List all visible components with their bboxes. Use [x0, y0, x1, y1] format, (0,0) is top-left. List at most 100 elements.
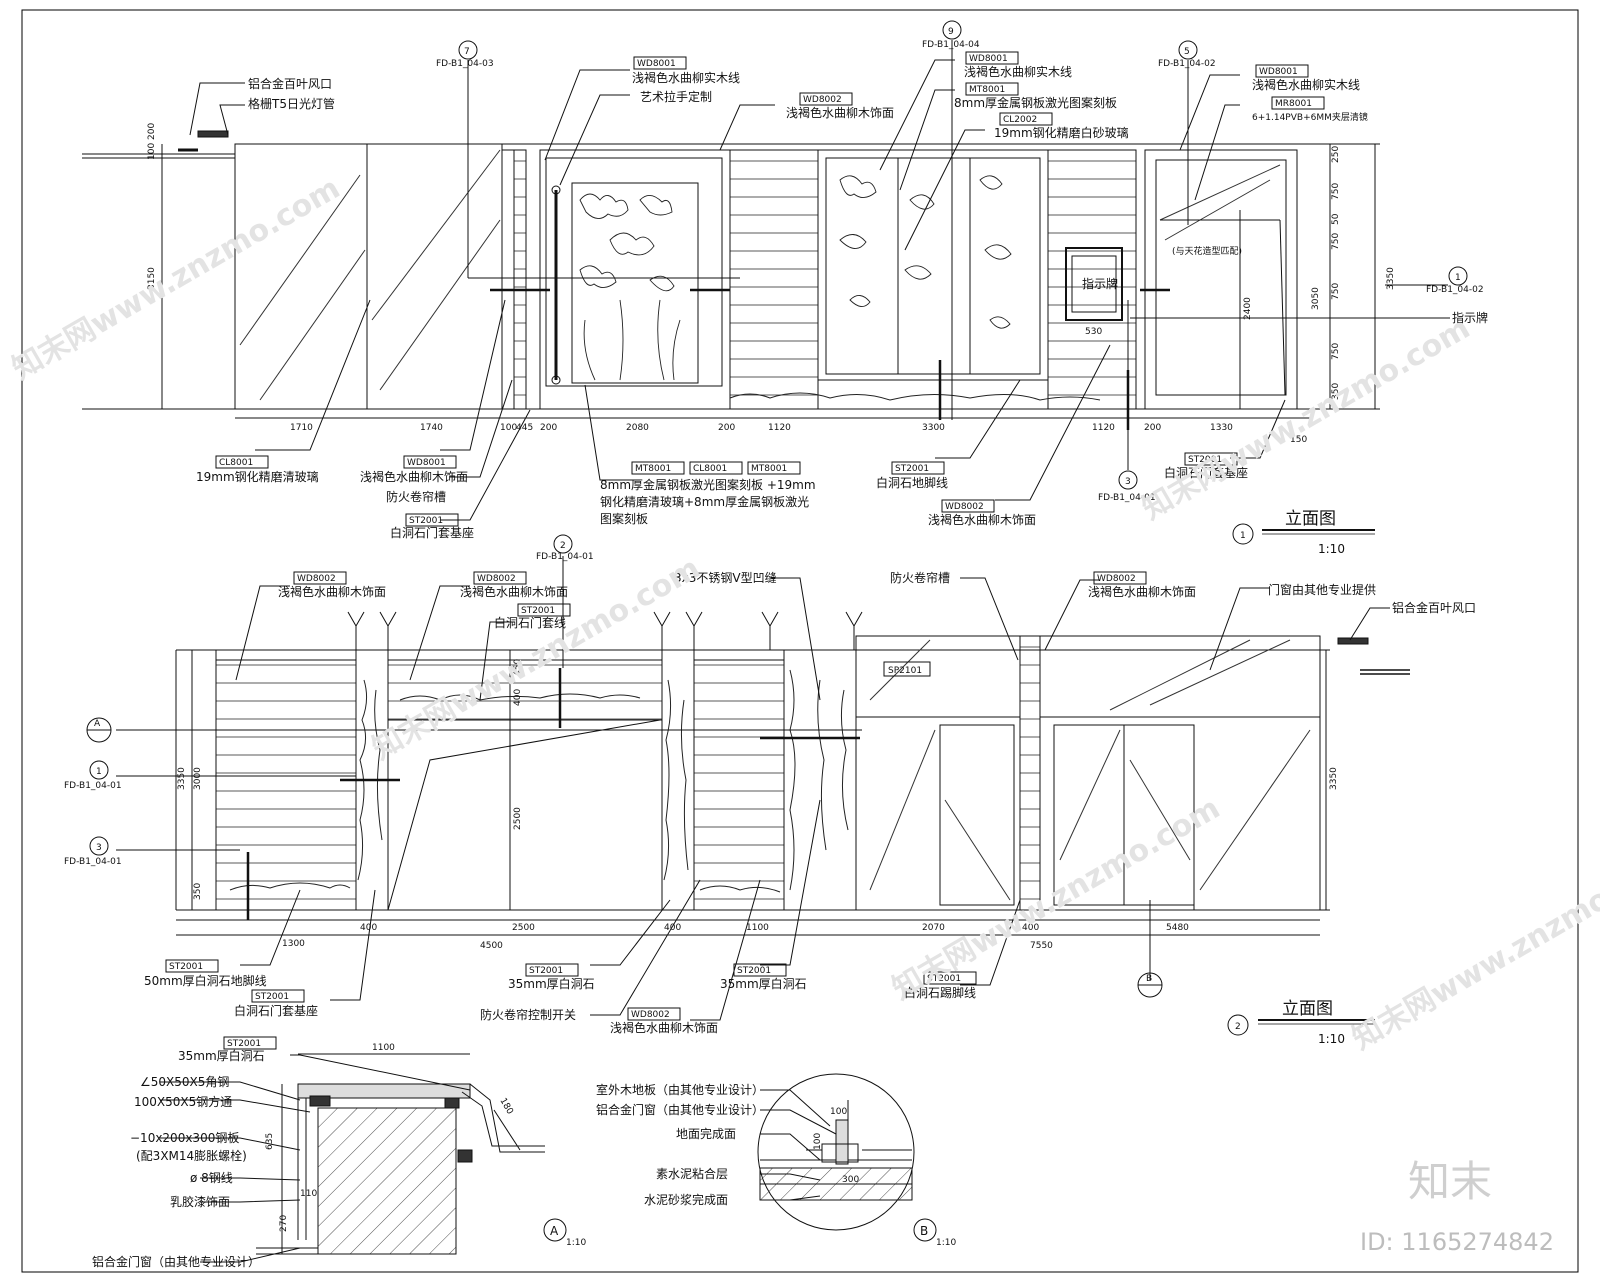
- callout-2-circle[interactable]: [553, 534, 573, 554]
- e2-code-st2001-b: ST2001: [255, 992, 289, 1002]
- e1-dim-r2: 50: [1331, 213, 1341, 225]
- e2-dim-i2: 2500: [513, 807, 523, 830]
- callout-7-circle[interactable]: [458, 40, 478, 60]
- detail-b-marker: B: [920, 1224, 928, 1238]
- e2-dim-i0: 450: [513, 659, 523, 676]
- label-combo-1: 8mm厚金属钢板激光图案刻板 +19mm: [600, 477, 816, 492]
- callout-3-bottom-circle[interactable]: [1118, 470, 1138, 490]
- e2-code-st2001-e: ST2001: [927, 974, 961, 984]
- callout-3-left-circle[interactable]: [89, 836, 109, 856]
- e2-label-vent: 铝合金百叶风口: [1392, 600, 1476, 615]
- callout-2-number: 2: [560, 541, 566, 551]
- callout-B-letter: B: [1146, 974, 1152, 984]
- title-2-circle: [1227, 1014, 1249, 1036]
- detail-a-scale: 1:10: [566, 1238, 586, 1248]
- e1-dim-b3: 445: [516, 423, 533, 433]
- callout-3-left-ref: FD-B1_04-01: [64, 857, 122, 867]
- callout-1-left-number: 1: [96, 767, 102, 777]
- da-dim-2: 180: [497, 1097, 514, 1117]
- label-wd8002-b: 浅褐色水曲柳木饰面: [928, 512, 1036, 527]
- watermark-3: 知末网www.znzmo.com: [887, 791, 1227, 1007]
- da-label-angle: ∠50X50X5角钢: [140, 1075, 229, 1089]
- label-st2001-c: 白洞石门套基座: [1164, 465, 1248, 480]
- e1-dim-i0: 3050: [1311, 287, 1321, 310]
- e2-dim-l1: 350: [193, 883, 203, 900]
- e2-label-vgroove: 3x3不锈钢V型凹缝: [674, 570, 777, 585]
- e2-label-wd8002-c: 浅褐色水曲柳木饰面: [1088, 584, 1196, 599]
- code-cl8001: CL8001: [219, 458, 253, 468]
- callout-1-left-ref: FD-B1_04-01: [64, 781, 122, 791]
- watermark-5: 知末网www.znzmo.com: [1347, 841, 1600, 1057]
- label-cl8001: 19mm钢化精磨清玻璃: [196, 470, 319, 484]
- code-combo-2: CL8001: [693, 464, 727, 474]
- e2-dim-o0: 3350: [177, 767, 187, 790]
- db-label-floor: 室外木地板（由其他专业设计）: [596, 1082, 764, 1097]
- da-label-paint: 乳胶漆饰面: [170, 1194, 230, 1209]
- e2-label-st2001-e: 白洞石踢脚线: [904, 985, 976, 1000]
- e1-dim-b2: 100: [500, 423, 517, 433]
- callout-A-letter: A: [94, 719, 101, 729]
- callout-3-left-number: 3: [96, 843, 102, 853]
- e2-label-fire-switch: 防火卷帘控制开关: [480, 1007, 576, 1022]
- callout-1-left-circle[interactable]: [89, 760, 109, 780]
- label-sign-dim: 530: [1085, 327, 1102, 337]
- e2-label-st2001-d: 35mm厚白洞石: [720, 976, 807, 991]
- art-panel-door-1: [579, 193, 681, 381]
- e1-dim-b8: 3300: [922, 423, 945, 433]
- da-dim-3: 110: [300, 1189, 317, 1199]
- e2-label-st2001-top: 白洞石门套线: [494, 615, 566, 630]
- label-wd8001-a: 浅褐色水曲柳实木线: [632, 70, 740, 85]
- title-2-scale: 1:10: [1318, 1032, 1345, 1046]
- callout-1-right-number: 1: [1455, 273, 1461, 283]
- e2-dim-b1: 400: [360, 923, 377, 933]
- e2-dim-r0: 3350: [1329, 767, 1339, 790]
- e1-dim-r0: 250: [1331, 146, 1341, 163]
- label-st2001-b: 白洞石地脚线: [876, 475, 948, 490]
- label-sign: 指示牌: [1082, 276, 1118, 291]
- e2-dim-bb0: 4500: [480, 941, 503, 951]
- drawing-frame: [21, 9, 1579, 1273]
- callout-2-ref: FD-B1_04-01: [536, 552, 594, 562]
- code-combo-1: MT8001: [635, 464, 671, 474]
- callout-5-circle[interactable]: [1178, 40, 1198, 60]
- e2-dim-b7: 5480: [1166, 923, 1189, 933]
- e1-dim-r3: 750: [1331, 233, 1341, 250]
- callout-1-right-circle[interactable]: [1448, 266, 1468, 286]
- code-wd8001-a: WD8001: [637, 59, 676, 69]
- detail-a-marker: A: [550, 1224, 559, 1238]
- label-combo-3: 图案刻板: [600, 511, 648, 526]
- label-cl2002: 19mm钢化精磨白砂玻璃: [994, 125, 1129, 140]
- db-label-finish: 地面完成面: [676, 1126, 736, 1141]
- e2-label-wd8002-d: 浅褐色水曲柳木饰面: [610, 1020, 718, 1035]
- label-combo-2: 钢化精磨清玻璃+8mm厚金属钢板激光: [600, 494, 809, 509]
- callout-7-ref: FD-B1_04-03: [436, 59, 494, 69]
- e1-dim-l0: 100: [147, 143, 157, 160]
- da-dim-4: 270: [279, 1215, 289, 1232]
- da-label-st2001: 35mm厚白洞石: [178, 1048, 265, 1063]
- callout-3-bottom-number: 3: [1125, 477, 1131, 487]
- db-dim-2: 300: [842, 1175, 859, 1185]
- code-st2001-a: ST2001: [409, 516, 443, 526]
- e2-label-st2001-c: 35mm厚白洞石: [508, 976, 595, 991]
- e1-dim-b4: 200: [540, 423, 557, 433]
- e1-dim-r1: 750: [1331, 183, 1341, 200]
- watermark-2: 知末网www.znzmo.com: [367, 551, 707, 767]
- da-code-st2001: ST2001: [227, 1039, 261, 1049]
- sign-box: [1065, 247, 1123, 321]
- e2-label-fire-wall: 防火卷帘槽: [890, 570, 950, 585]
- e2-code-st2001-c: ST2001: [529, 966, 563, 976]
- watermark-4: 知末网www.znzmo.com: [1137, 311, 1477, 527]
- callout-3-bottom-ref: FD-B1_04-01: [1098, 493, 1156, 503]
- e2-label-wd8002-b: 浅褐色水曲柳木饰面: [460, 584, 568, 599]
- label-mt8001: 8mm厚金属钢板激光图案刻板: [954, 95, 1117, 110]
- detail-b-scale: 1:10: [936, 1238, 956, 1248]
- e1-dim-r5: 750: [1331, 343, 1341, 360]
- label-lamp: 格栅T5日光灯管: [248, 96, 335, 111]
- e1-dim-l2: 3150: [147, 267, 157, 290]
- callout-9-circle[interactable]: [942, 20, 962, 40]
- db-dim-0: 100: [830, 1107, 847, 1117]
- title-1-scale: 1:10: [1318, 542, 1345, 556]
- code-cl2002: CL2002: [1003, 115, 1037, 125]
- e2-dim-i1: 400: [513, 689, 523, 706]
- detail-b: [757, 1073, 915, 1231]
